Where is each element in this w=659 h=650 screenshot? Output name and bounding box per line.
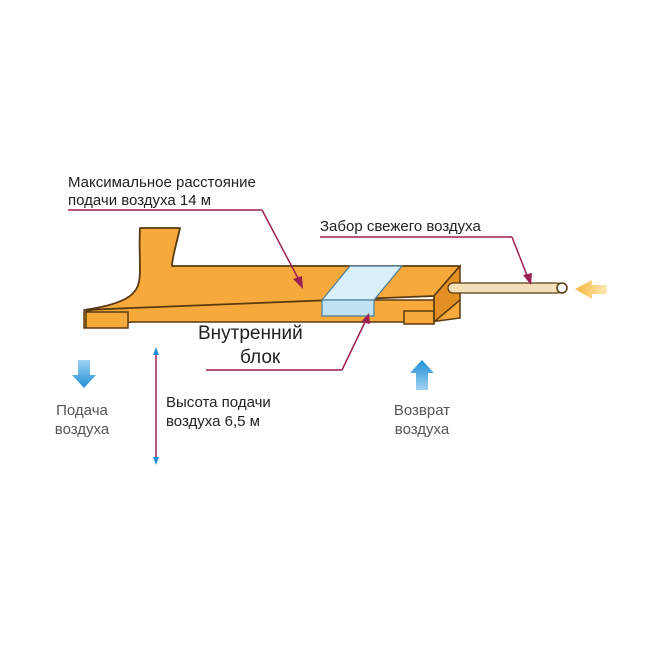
intake-arrow-icon	[575, 280, 607, 299]
max-distance-label-line2: подачи воздуха 14 м	[68, 192, 211, 209]
height-bottom-tick	[153, 457, 159, 465]
return-label-line2: воздуха	[395, 421, 450, 438]
return-label-line1: Возврат	[394, 402, 450, 419]
indoor-unit-label-line1: Внутренний	[198, 323, 303, 344]
indoor-unit-front	[321, 299, 375, 317]
unit-pointer-diag	[341, 319, 367, 371]
duct-top-surface	[83, 227, 461, 311]
height-label-line2: воздуха 6,5 м	[166, 413, 260, 430]
max-distance-pointer-diag	[261, 209, 301, 283]
supply-label-line2: воздуха	[55, 421, 110, 438]
return-arrow-icon	[410, 360, 434, 390]
indoor-unit-label-line2: блок	[240, 347, 281, 368]
fresh-air-label: Забор свежего воздуха	[320, 218, 481, 235]
supply-label-line1: Подача	[56, 402, 108, 419]
height-top-tick	[153, 347, 159, 355]
right-foot	[403, 310, 435, 325]
fresh-air-pipe	[447, 282, 563, 294]
max-distance-label-line1: Максимальное расстояние	[68, 174, 256, 191]
height-label-line1: Высота подачи	[166, 394, 271, 411]
max-distance-pointer-head	[293, 276, 303, 289]
intake-pointer-diag	[511, 236, 529, 279]
intake-pointer-head	[523, 273, 532, 285]
unit-pointer-head	[361, 313, 370, 324]
left-foot	[85, 311, 129, 329]
supply-arrow-icon	[72, 360, 96, 388]
pipe-end-cap	[556, 282, 568, 294]
